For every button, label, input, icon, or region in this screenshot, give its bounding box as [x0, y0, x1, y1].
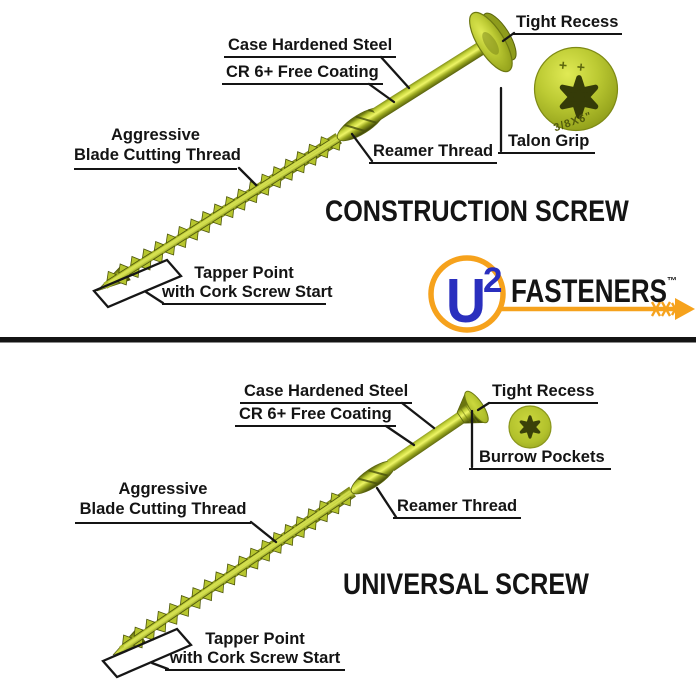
- logo-circle: [428, 255, 506, 333]
- logo-arrow-head-icon: [675, 298, 695, 320]
- label-tight-recess-bottom: Tight Recess: [488, 383, 599, 404]
- label-case-hardened-steel-top: Case Hardened Steel: [224, 37, 397, 58]
- label-tapper-point-bottom: Tapper Point with Cork Screw Start: [165, 630, 345, 671]
- label-line: Aggressive: [118, 480, 208, 498]
- label-line: Blade Cutting Thread: [74, 145, 241, 170]
- logo-superscript-2: 2: [483, 261, 502, 300]
- label-coating-top: CR 6+ Free Coating: [222, 64, 383, 85]
- universal-head-detail: [508, 405, 552, 449]
- label-line: with Cork Screw Start: [165, 649, 345, 671]
- logo-arrow-thread-ticks: [650, 301, 681, 317]
- callout-connector-lines: [92, 31, 516, 679]
- label-tapper-point-top: Tapper Point with Cork Screw Start: [162, 264, 333, 305]
- label-line: with Cork Screw Start: [162, 283, 333, 305]
- label-aggressive-thread-top: Aggressive Blade Cutting Thread: [74, 125, 241, 170]
- logo-trademark: ™: [667, 276, 677, 287]
- u2-fasteners-logo: U 2 FASTENERS ™: [428, 255, 695, 336]
- label-line: Tapper Point: [194, 264, 294, 282]
- logo-wordmark: FASTENERS: [511, 273, 667, 309]
- logo-letter-u: U: [446, 267, 486, 336]
- label-burrow-pockets: Burrow Pockets: [469, 449, 611, 470]
- universal-screw-illustration: [112, 390, 489, 670]
- label-reamer-thread-top: Reamer Thread: [369, 143, 498, 164]
- universal-screw-title: UNIVERSAL SCREW: [343, 568, 589, 601]
- label-talon-grip: Talon Grip: [498, 133, 596, 154]
- construction-screw-title: CONSTRUCTION SCREW: [325, 195, 629, 228]
- label-coating-bottom: CR 6+ Free Coating: [235, 406, 396, 427]
- label-line: Blade Cutting Thread: [75, 499, 251, 524]
- head-plus-marks: + +: [558, 57, 589, 76]
- label-line: Tapper Point: [205, 630, 305, 648]
- construction-screw-illustration: [96, 11, 517, 320]
- label-aggressive-thread-bottom: Aggressive Blade Cutting Thread: [75, 479, 251, 524]
- construction-head-detail: + + 3/8X6": [533, 46, 619, 134]
- label-tight-recess-top: Tight Recess: [512, 14, 623, 35]
- label-line: Aggressive: [111, 126, 200, 144]
- panel-divider: [0, 337, 696, 343]
- label-reamer-thread-bottom: Reamer Thread: [393, 498, 522, 519]
- label-case-hardened-steel-bottom: Case Hardened Steel: [240, 383, 413, 404]
- washer-head: [469, 11, 513, 73]
